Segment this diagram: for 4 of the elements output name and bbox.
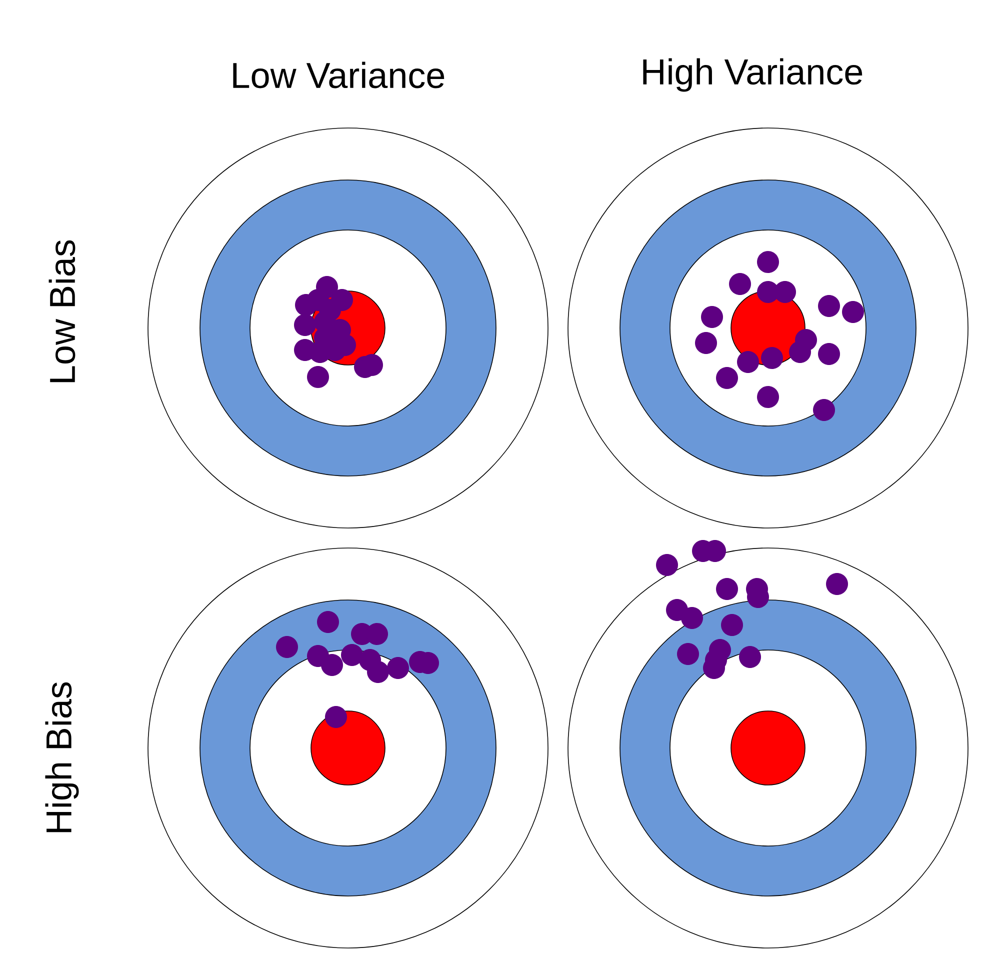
column-heading: Low Variance [233, 62, 444, 88]
row-heading: High Bias [45, 682, 79, 832]
column-heading: High Variance [643, 58, 862, 92]
row-heading: Low Bias [48, 240, 76, 382]
